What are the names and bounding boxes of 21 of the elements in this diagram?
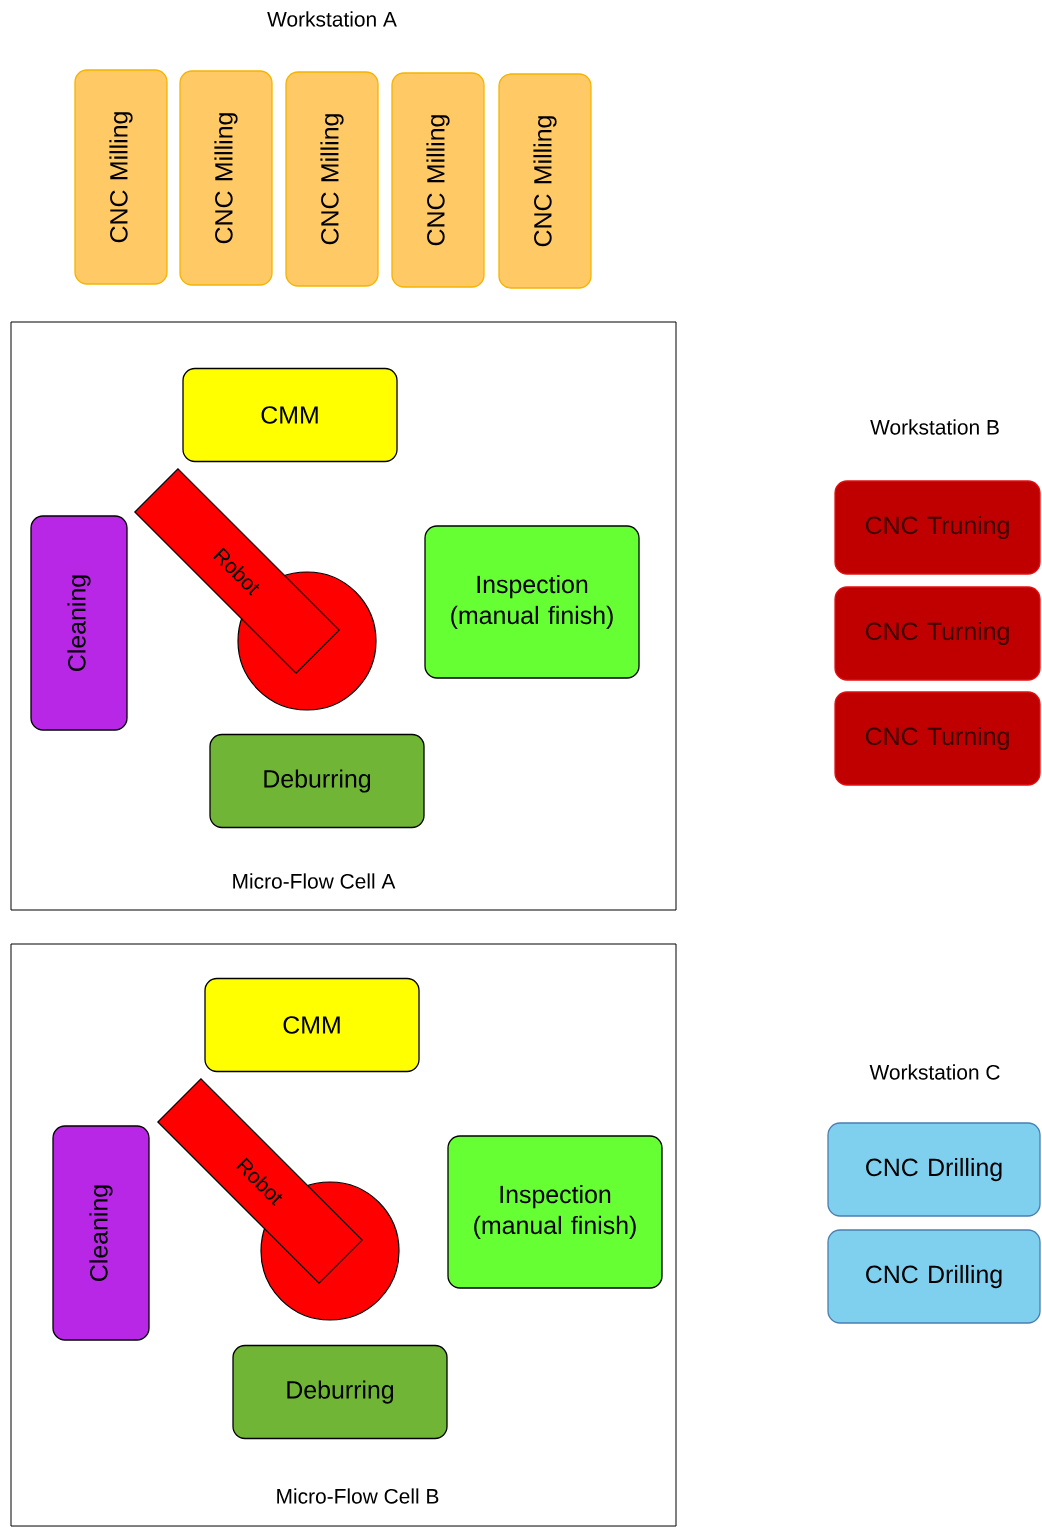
station-box: CNC Drilling [827, 1229, 1041, 1324]
station-box: CNC Milling [179, 70, 273, 286]
station-heading: Workstation B [870, 419, 999, 435]
station-box: Inspection (manual finish) [424, 525, 640, 679]
station-heading: Workstation A [267, 11, 397, 27]
station-box: Inspection (manual finish) [447, 1135, 663, 1289]
station-box: Deburring [209, 733, 425, 829]
station-box: Cleaning [30, 515, 128, 731]
station-box: CNC Truning [834, 480, 1041, 575]
station-box: CNC Drilling [827, 1122, 1041, 1217]
station-box: CMM [182, 367, 398, 463]
station-box: Cleaning [52, 1125, 150, 1341]
station-box: CMM [204, 977, 420, 1073]
station-box: CNC Milling [498, 73, 592, 289]
station-box: CNC Milling [74, 69, 168, 285]
station-box: CNC Turning [834, 691, 1041, 786]
station-box: CNC Milling [391, 72, 485, 288]
station-box: CNC Turning [834, 586, 1041, 681]
station-box: CNC Milling [285, 71, 379, 287]
station-heading: Workstation C [869, 1064, 1000, 1080]
station-box: Deburring [232, 1344, 448, 1440]
